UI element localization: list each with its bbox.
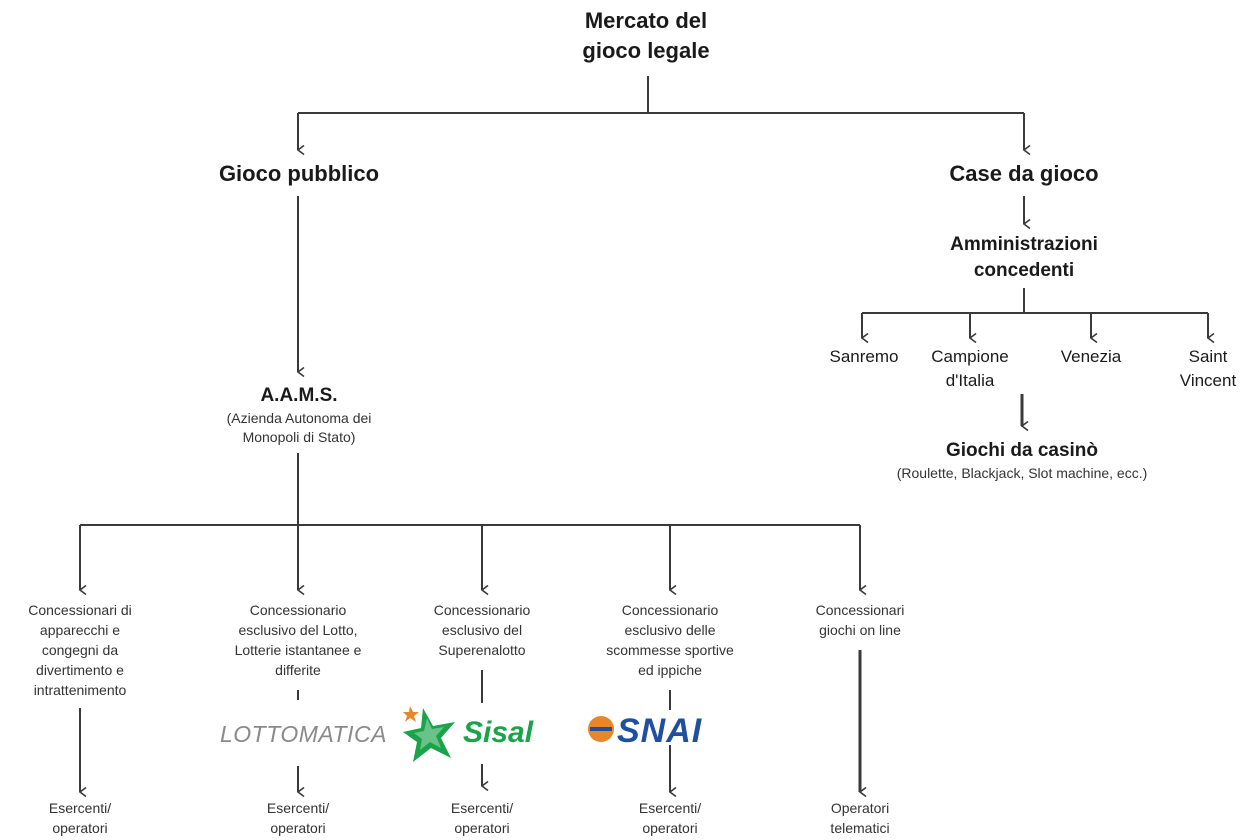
- case-da-gioco-node: Case da gioco: [949, 161, 1099, 186]
- aams-subtitle-1: (Azienda Autonoma dei: [226, 410, 372, 426]
- concessionario-line: differite: [275, 662, 321, 678]
- giochi-casino-subtitle: (Roulette, Blackjack, Slot machine, ecc.…: [896, 465, 1148, 481]
- amministrazioni-node: Amministrazioni concedenti: [950, 232, 1098, 284]
- casino-name-line-2: Vincent: [1179, 371, 1237, 390]
- casino-campione: Campione d'Italia: [931, 345, 1009, 393]
- concessionario-line: Concessionari: [815, 602, 905, 618]
- sisal-logo: Sisal: [403, 706, 534, 762]
- casino-saint-vincent: Saint Vincent: [1180, 345, 1236, 393]
- concessionario-line: esclusivo delle: [624, 622, 716, 638]
- concessionario-line: Superenalotto: [438, 642, 526, 658]
- concessionario-line: apparecchi e: [39, 622, 121, 638]
- aams-node: A.A.M.S. (Azienda Autonoma dei Monopoli …: [227, 383, 372, 447]
- concessionario-line: congegni da: [41, 642, 119, 658]
- leaf-operatori-telematici: Operatori telematici: [830, 798, 889, 838]
- concessionario-apparecchi: Concessionari di apparecchi e congegni d…: [28, 600, 132, 700]
- snai-logo: SNAI: [588, 712, 703, 750]
- leaf-esercenti-1: Esercenti/ operatori: [49, 798, 111, 838]
- lottomatica-logo: LOTTOMATICA: [220, 721, 387, 747]
- amministrazioni-line-2: concedenti: [973, 260, 1075, 281]
- leaf-esercenti-4: Esercenti/ operatori: [639, 798, 701, 838]
- giochi-casino-title: Giochi da casinò: [945, 440, 1099, 461]
- concessionario-line: giochi on line: [819, 622, 901, 638]
- gioco-pubblico-node: Gioco pubblico: [218, 161, 380, 186]
- casino-venezia: Venezia: [1061, 345, 1122, 369]
- amministrazioni-line-1: Amministrazioni: [950, 234, 1098, 255]
- concessionario-line: Concessionari di: [28, 602, 132, 618]
- leaf-line: Esercenti/: [450, 800, 514, 816]
- root-line-1: Mercato del: [584, 8, 708, 33]
- concessionario-line: Concessionario: [249, 602, 347, 618]
- leaf-line: Esercenti/: [266, 800, 330, 816]
- concessionario-line: Concessionario: [621, 602, 719, 618]
- casino-name: Saint: [1188, 347, 1228, 366]
- concessionario-line: intrattenimento: [33, 682, 127, 698]
- casino-name-line-2: d'Italia: [945, 371, 995, 390]
- sisal-logo-text: Sisal: [463, 716, 534, 749]
- concessionario-scommesse: Concessionario esclusivo delle scommesse…: [606, 600, 734, 680]
- concessionario-superenalotto: Concessionario esclusivo del Superenalot…: [434, 600, 531, 660]
- sisal-accent-icon: [403, 706, 419, 722]
- leaf-line: Esercenti/: [638, 800, 702, 816]
- leaf-line: operatori: [454, 820, 510, 836]
- aams-title: A.A.M.S.: [260, 385, 338, 406]
- sisal-star-icon: [403, 708, 455, 762]
- root-node: Mercato del gioco legale: [582, 6, 709, 66]
- concessionario-lotto: Concessionario esclusivo del Lotto, Lott…: [235, 600, 362, 680]
- concessionario-line: ed ippiche: [638, 662, 702, 678]
- aams-subtitle-2: Monopoli di Stato): [242, 429, 356, 445]
- snai-logo-text: SNAI: [617, 712, 703, 750]
- concessionario-line: Concessionario: [433, 602, 531, 618]
- casino-sanremo: Sanremo: [830, 345, 899, 369]
- concessionario-line: divertimento e: [36, 662, 124, 678]
- leaf-line: operatori: [52, 820, 108, 836]
- leaf-line: operatori: [270, 820, 326, 836]
- casino-name: Campione: [931, 347, 1009, 366]
- leaf-line: telematici: [830, 820, 890, 836]
- root-line-2: gioco legale: [582, 38, 710, 63]
- concessionario-line: esclusivo del Lotto,: [238, 622, 358, 638]
- casino-name: Venezia: [1060, 347, 1122, 366]
- leaf-line: operatori: [642, 820, 698, 836]
- leaf-esercenti-2: Esercenti/ operatori: [267, 798, 329, 838]
- leaf-esercenti-3: Esercenti/ operatori: [451, 798, 513, 838]
- leaf-line: Esercenti/: [48, 800, 112, 816]
- concessionario-line: Lotterie istantanee e: [234, 642, 362, 658]
- leaf-line: Operatori: [830, 800, 890, 816]
- giochi-casino-node: Giochi da casinò (Roulette, Blackjack, S…: [897, 438, 1148, 483]
- concessionario-line: scommesse sportive: [606, 642, 734, 658]
- casino-name: Sanremo: [829, 347, 899, 366]
- concessionario-online: Concessionari giochi on line: [816, 600, 905, 640]
- concessionario-line: esclusivo del: [441, 622, 523, 638]
